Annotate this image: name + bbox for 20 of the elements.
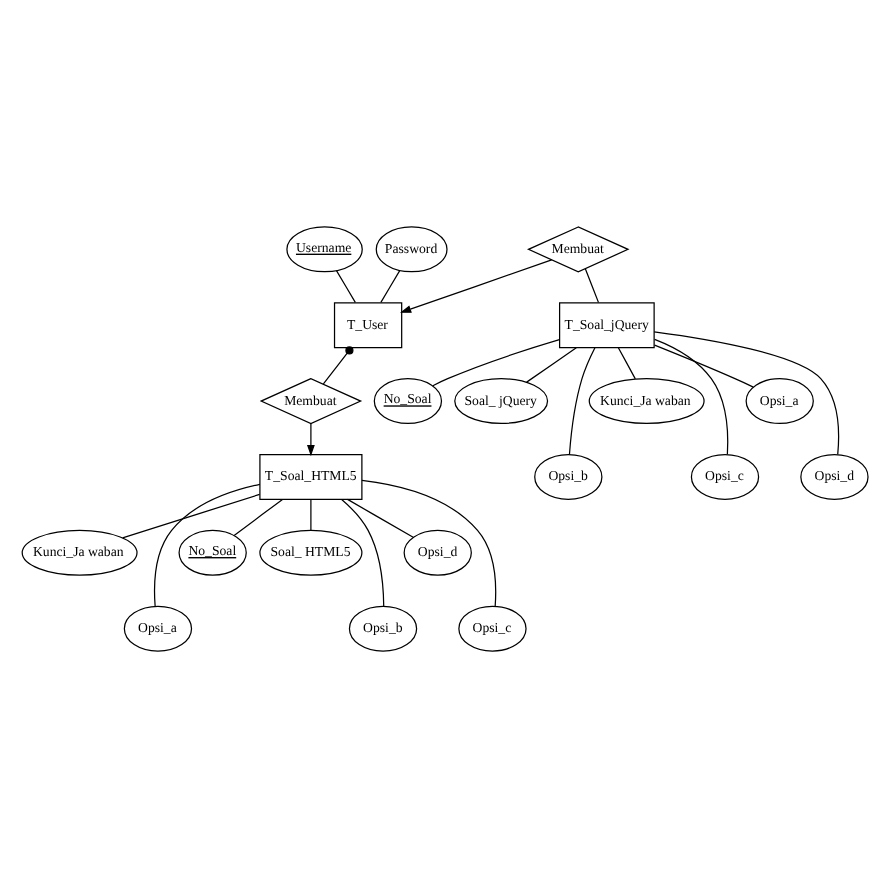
connector — [346, 497, 414, 537]
arrow — [306, 421, 315, 456]
connector — [653, 330, 840, 454]
connector — [380, 269, 401, 303]
connector — [233, 497, 284, 536]
connector — [122, 492, 261, 538]
connector — [335, 269, 356, 303]
connector — [361, 478, 497, 606]
connector — [568, 346, 596, 455]
connector — [153, 482, 261, 606]
connector — [654, 337, 729, 454]
connector — [617, 346, 636, 379]
connector — [584, 267, 600, 302]
connector — [341, 497, 385, 606]
arrow — [400, 258, 553, 312]
connector — [310, 497, 312, 530]
connector — [322, 345, 354, 384]
connector — [653, 343, 754, 387]
connector — [526, 346, 577, 382]
connector — [432, 338, 561, 386]
